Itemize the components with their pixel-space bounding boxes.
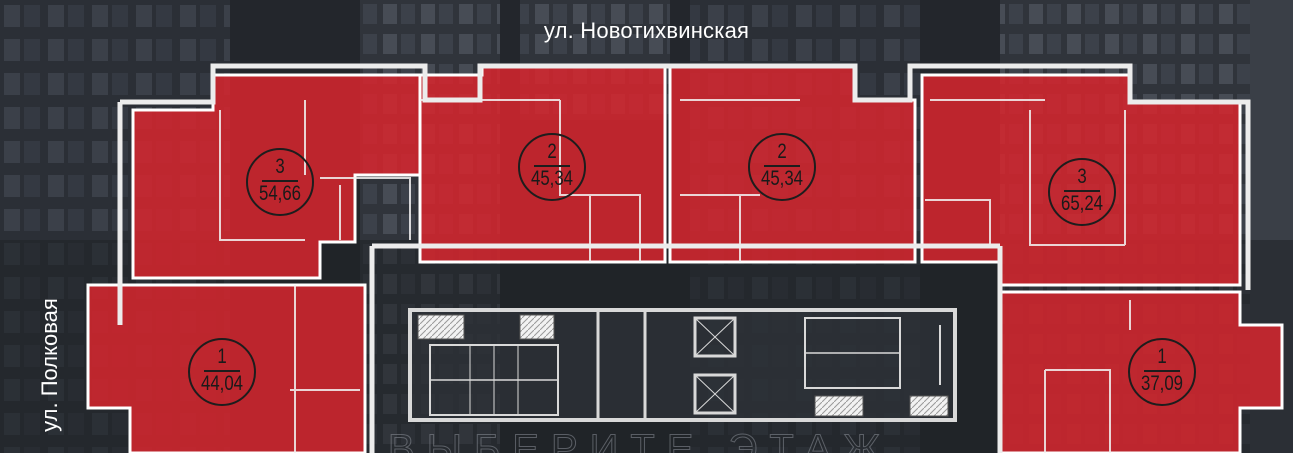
- partition-line: [1029, 110, 1125, 246]
- apartment-label-circle: [246, 148, 314, 216]
- apartment-label-circle: [1128, 338, 1196, 406]
- partition-line: [320, 177, 411, 240]
- apartment-rooms: 1: [1157, 345, 1167, 368]
- partition-line: [680, 194, 760, 262]
- partition-line: [219, 110, 305, 241]
- apartment-label-circle: [1048, 158, 1116, 226]
- apartment-label-divider: [1144, 370, 1180, 372]
- apartment-label-divider: [764, 165, 800, 167]
- apartment-rooms: 1: [217, 345, 227, 368]
- street-name-top: ул. Новотихвинская: [543, 18, 750, 43]
- apartment-rooms: 2: [777, 140, 787, 163]
- apartment-label-circle: [748, 133, 816, 201]
- apartment-rooms: 3: [275, 155, 285, 178]
- outer-walls: [117, 63, 1251, 453]
- apartment-area: 65,24: [1060, 192, 1104, 215]
- street-name-left: ул. Полковая: [34, 280, 66, 450]
- apartment-area: 44,04: [200, 372, 244, 395]
- apartment-area: 37,09: [1140, 372, 1184, 395]
- apartment-label-divider: [204, 370, 240, 372]
- partition-line: [925, 199, 991, 245]
- apartment-rooms: 2: [547, 140, 557, 163]
- apartment-label-circle: [188, 338, 256, 406]
- apartment-label-divider: [262, 180, 298, 182]
- core-stairs-elevators: [408, 308, 957, 422]
- apartment-label-divider: [1064, 190, 1100, 192]
- partition-line: [1045, 369, 1111, 453]
- apartment-area: 45,34: [530, 167, 574, 190]
- apartment-label-divider: [534, 165, 570, 167]
- apartment-area: 45,34: [760, 167, 804, 190]
- floor-label: ВЫБЕРИТЕ ЭТАЖ: [388, 427, 892, 453]
- apartment-label-circle: [518, 133, 586, 201]
- street-name-left-text: ул. Полковая: [37, 298, 62, 432]
- apartments: [86, 64, 1284, 453]
- apartment-rooms: 3: [1077, 165, 1087, 188]
- apartment-area: 54,66: [258, 182, 302, 205]
